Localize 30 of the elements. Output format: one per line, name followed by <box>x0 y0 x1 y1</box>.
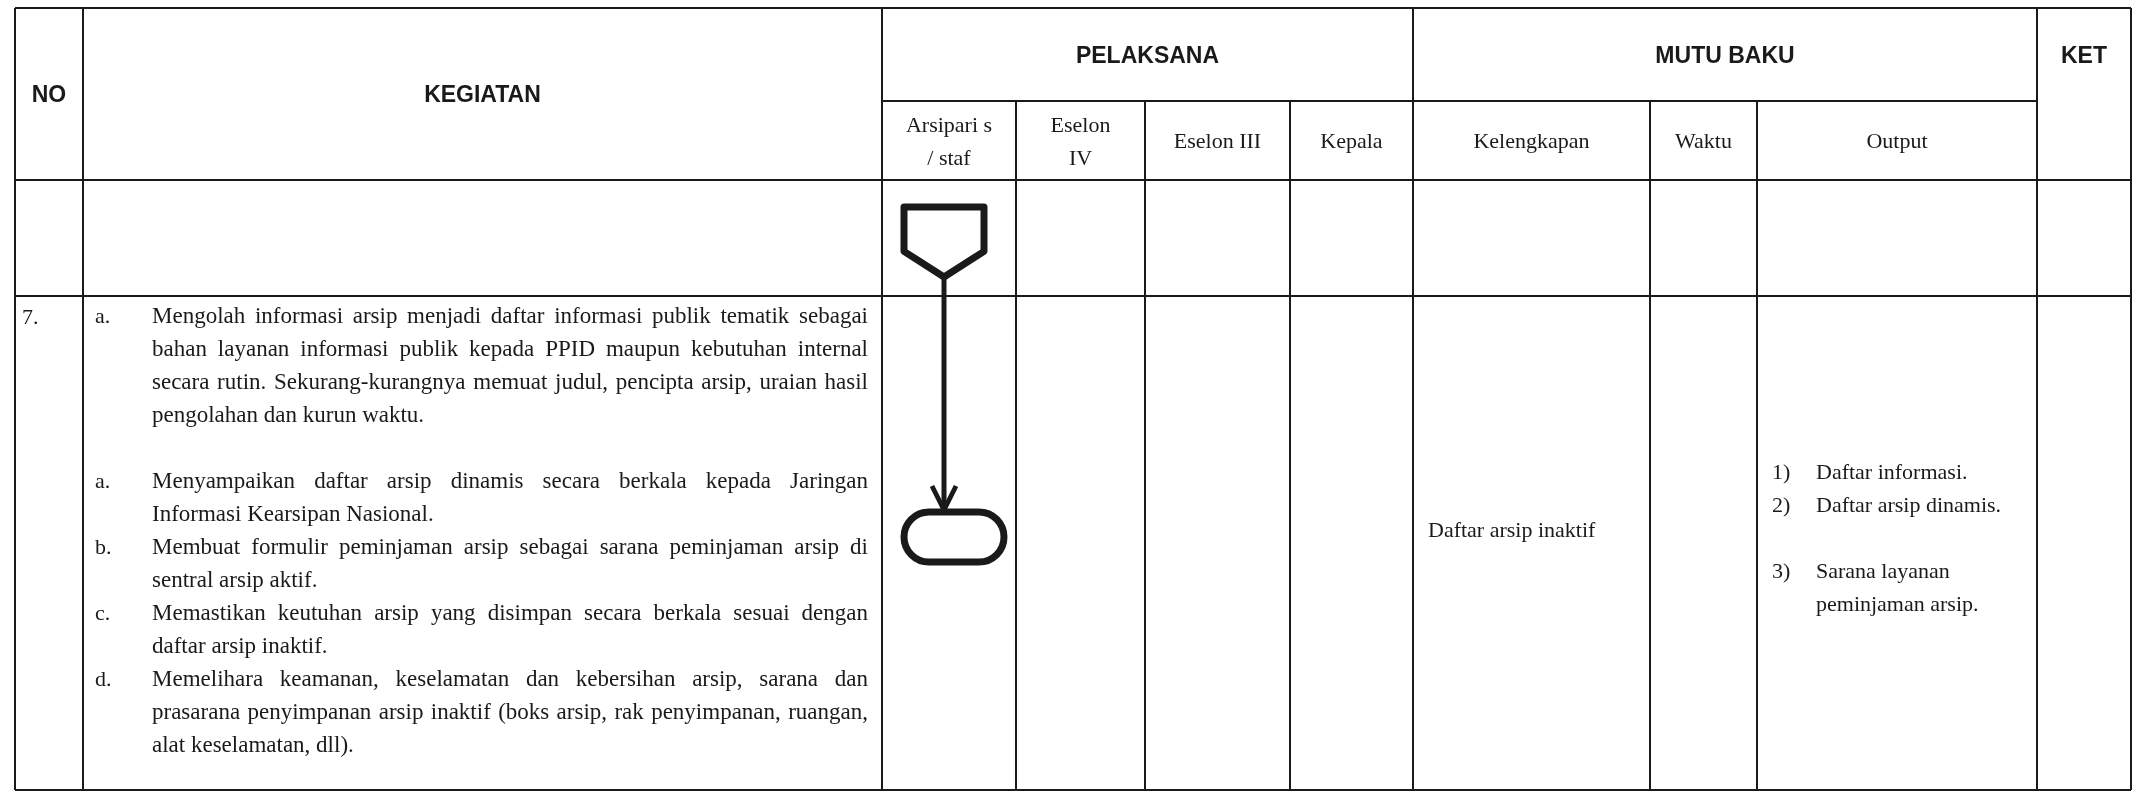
column-header: Kelengkapan <box>1473 127 1590 155</box>
item-marker: c. <box>95 599 111 627</box>
column-header: Output <box>1866 127 1928 155</box>
activity-text: Membuat formulir peminjaman arsip sebagai sarana peminjaman arsip di sentral arsip aktif. <box>152 533 868 594</box>
column-header: Eselon III <box>1173 127 1262 155</box>
item-marker: a. <box>95 467 111 495</box>
item-marker: 3) <box>1772 557 1791 585</box>
cell-text: Daftar arsip dinamis. <box>1816 491 2002 519</box>
item-marker: 2) <box>1772 491 1791 519</box>
column-header: Waktu <box>1675 127 1732 155</box>
cell-text: Sarana layanan peminjaman arsip. <box>1816 557 1980 618</box>
column-header: KET <box>2061 40 2107 70</box>
activity-text: Menyampaikan daftar arsip dinamis secara berkala kepada Jaringan Informasi Kearsipan Nasional. <box>152 467 868 528</box>
cell-text: Daftar informasi. <box>1816 458 1968 486</box>
column-header: Eselon IV <box>1049 110 1112 172</box>
column-header: PELAKSANA <box>1075 40 1220 70</box>
item-marker: 7. <box>22 303 39 331</box>
item-marker: b. <box>95 533 112 561</box>
item-marker: 1) <box>1772 458 1791 486</box>
column-header: MUTU BAKU <box>1655 40 1795 70</box>
column-header: Kepala <box>1320 127 1383 155</box>
column-header: Arsipari s / staf <box>904 110 994 172</box>
cell-text: Daftar arsip inaktif <box>1428 516 1596 544</box>
column-header: NO <box>31 80 67 109</box>
item-marker: d. <box>95 665 112 693</box>
activity-text: Memelihara keamanan, keselamatan dan kebersihan arsip, sarana dan prasarana penyimpanan arsip inaktif (boks arsip, rak penyimpanan, ruangan, alat keselamatan, dll). <box>152 665 868 759</box>
activity-text: Mengolah informasi arsip menjadi daftar informasi publik tematik sebagai bahan layanan informasi publik kepada PPID maupun kebutuhan internal secara rutin. Sekurang-kurangnya memuat judul, pencipta arsip, uraian hasil pengolahan dan kurun waktu. <box>152 302 868 429</box>
item-marker: a. <box>95 302 111 330</box>
column-header: KEGIATAN <box>424 80 541 109</box>
activity-text: Memastikan keutuhan arsip yang disimpan secara berkala sesuai dengan daftar arsip inaktif. <box>152 599 868 660</box>
